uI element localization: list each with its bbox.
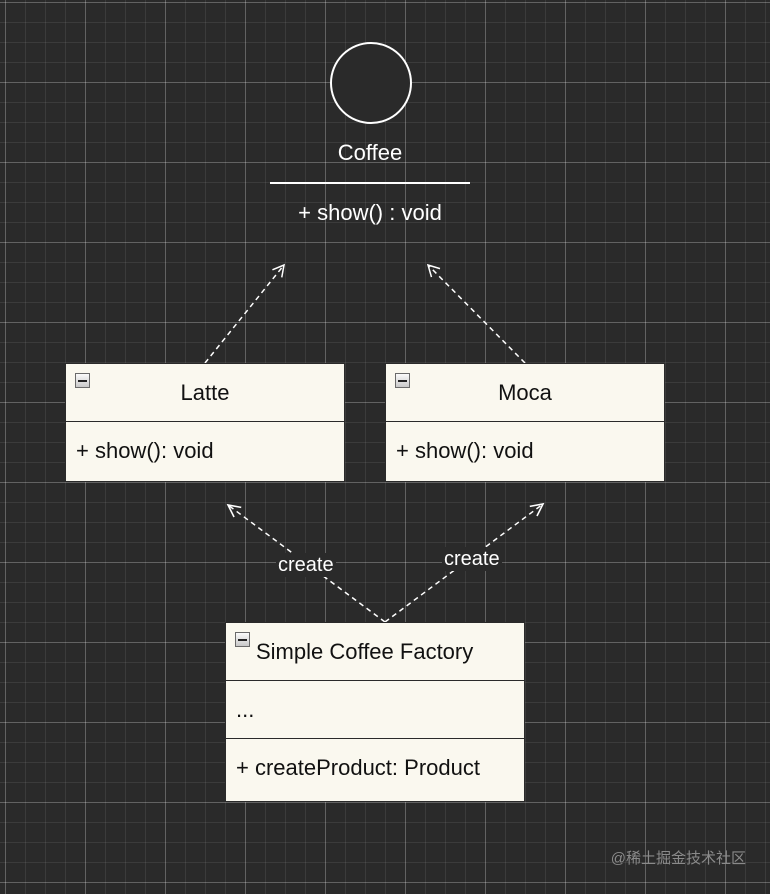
- collapse-toggle-icon[interactable]: [235, 632, 250, 647]
- class-moca-operation: + show(): void: [396, 438, 534, 463]
- class-moca[interactable]: Moca + show(): void: [385, 363, 665, 482]
- class-factory-attributes: ...: [226, 681, 524, 739]
- class-latte[interactable]: Latte + show(): void: [65, 363, 345, 482]
- class-moca-name: Moca: [498, 379, 552, 405]
- class-factory-name: Simple Coffee Factory: [256, 638, 474, 664]
- dependency-factory-to-moca[interactable]: [384, 502, 545, 623]
- collapse-toggle-icon[interactable]: [75, 373, 90, 388]
- interface-operation: + show() : void: [298, 200, 442, 225]
- class-latte-header: Latte: [66, 364, 344, 422]
- class-latte-name: Latte: [180, 379, 230, 405]
- edge-label-create-moca: create: [442, 547, 502, 571]
- interface-lollipop-circle: [330, 42, 412, 124]
- class-moca-header: Moca: [386, 364, 664, 422]
- realization-moca-to-coffee[interactable]: [426, 263, 526, 364]
- class-factory-header: Simple Coffee Factory: [226, 623, 524, 681]
- realization-latte-to-coffee[interactable]: [204, 263, 285, 364]
- interface-divider: [270, 182, 470, 184]
- dependency-factory-to-latte[interactable]: [226, 503, 386, 623]
- class-simple-coffee-factory[interactable]: Simple Coffee Factory ... + createProduc…: [225, 622, 525, 802]
- interface-name: Coffee: [337, 140, 403, 165]
- class-factory-operation: + createProduct: Product: [236, 755, 480, 780]
- watermark: @稀土掘金技术社区: [610, 850, 746, 867]
- class-latte-operation: + show(): void: [76, 438, 214, 463]
- collapse-toggle-icon[interactable]: [395, 373, 410, 388]
- edge-label-create-latte: create: [276, 553, 336, 577]
